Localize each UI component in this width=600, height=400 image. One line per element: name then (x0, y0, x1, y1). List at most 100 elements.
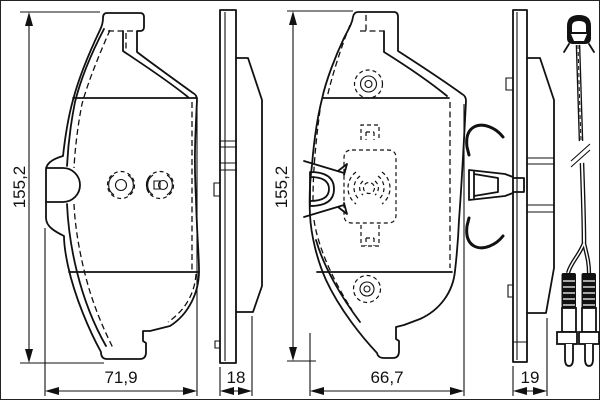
pad1-outline (45, 12, 200, 360)
top-bracket (360, 124, 380, 140)
arrow-left (220, 387, 234, 395)
hole-center (364, 79, 373, 89)
dashed-ring (352, 274, 382, 304)
dimension-pad2-thickness: 19 (512, 318, 548, 396)
arrow-down (25, 349, 33, 363)
pad2-height-label: 155,2 (272, 166, 291, 209)
pad2-width-label: 66,7 (370, 368, 403, 387)
dimension-pad2-height: 155,2 (272, 10, 353, 362)
pad1-ear-semicircle (45, 167, 81, 203)
dimension-lines (287, 10, 353, 362)
cable-split-core (567, 242, 590, 274)
pad1-inner-shoulder-line (122, 30, 189, 98)
sensor-seat-bracket (303, 160, 348, 218)
hole (359, 75, 378, 93)
crimp (581, 273, 596, 308)
friction-block (526, 57, 555, 314)
arrow-right (238, 387, 252, 395)
pad1-thickness-label: 18 (227, 368, 246, 387)
seat-arch (309, 171, 335, 207)
backplate (512, 9, 528, 363)
dimension-pad1-thickness: 18 (219, 316, 253, 396)
arrow-right (450, 387, 464, 395)
head-arch (572, 21, 586, 32)
head-feet (563, 43, 595, 53)
shim-lines (513, 157, 554, 343)
plug-flange (578, 331, 600, 345)
sensor-body (343, 149, 397, 224)
spring-stub (512, 177, 525, 193)
arrow-right (183, 387, 197, 395)
pad1-front-view (45, 12, 200, 360)
dimension-pad1-height: 155,2 (10, 11, 104, 364)
pad2-side-view (465, 9, 555, 363)
head-slot (571, 34, 587, 41)
dimension-lines (20, 11, 104, 364)
spring-top-hook (465, 123, 505, 157)
bottom-bracket (360, 225, 380, 247)
friction-block (235, 57, 263, 313)
cable-break-symbol (570, 143, 591, 168)
plug-pin (564, 344, 574, 367)
cable-center-dash (577, 44, 582, 142)
hole (157, 179, 169, 191)
paren-arcs (108, 174, 134, 196)
pad1-hole-feature-2 (145, 170, 175, 200)
pad2-inner-shoulder-line (383, 30, 448, 97)
arrow-left (310, 387, 324, 395)
crimp-ribs (563, 280, 575, 306)
hole (359, 281, 375, 297)
pad2-hole-feature-top (353, 69, 384, 99)
pad1-friction-dashed-contour (73, 29, 197, 349)
pad1-width-label: 71,9 (104, 368, 137, 387)
retaining-spring-clip (465, 123, 525, 250)
pad2-outline (308, 11, 467, 359)
plate-tabs (505, 77, 513, 298)
concentric-arcs (347, 171, 391, 205)
hole (114, 178, 128, 192)
pad1-hole-feature-1 (106, 170, 136, 200)
left-tab (213, 182, 220, 349)
pad2-hole-feature-bottom (352, 274, 382, 304)
dimension-lines (309, 104, 465, 396)
seat-arms (303, 160, 348, 218)
plug-body (581, 307, 597, 333)
sensor-center (362, 181, 376, 195)
plug-body (561, 307, 577, 333)
arrow-right (533, 387, 547, 395)
dimension-pad1-width: 71,9 (44, 101, 198, 396)
plug-flange (556, 331, 578, 345)
connector-plug-right (578, 273, 600, 367)
wear-sensor-mount-dashed (343, 124, 397, 247)
pad1-height-label: 155,2 (10, 166, 29, 209)
sensor-cable (565, 44, 592, 274)
paren-arcs (145, 174, 173, 196)
connector-plug-left (556, 273, 578, 367)
pad1-side-view (213, 9, 263, 364)
dimension-lines (44, 101, 198, 396)
hole-center (363, 285, 371, 293)
shim-lines (220, 140, 237, 171)
crimp (561, 273, 576, 308)
arrow-left (45, 387, 59, 395)
backplate (219, 9, 237, 364)
spring-bottom-hook (465, 216, 505, 250)
arrow-up (289, 11, 297, 25)
dimension-pad2-width: 66,7 (309, 104, 465, 396)
dashed-ring (353, 69, 384, 99)
arrow-up (25, 12, 33, 26)
pad2-inner-left-line (315, 239, 361, 323)
sensor-head (563, 15, 595, 53)
pad2-thickness-label: 19 (521, 368, 540, 387)
spring-lug (468, 169, 514, 201)
dashed-ring (106, 170, 136, 200)
plug-pin (584, 344, 594, 367)
dimension-lines (219, 316, 253, 396)
arrow-left (513, 387, 527, 395)
crimp-ribs (583, 280, 595, 306)
wear-sensor (556, 15, 600, 367)
arrow-down (289, 347, 297, 361)
